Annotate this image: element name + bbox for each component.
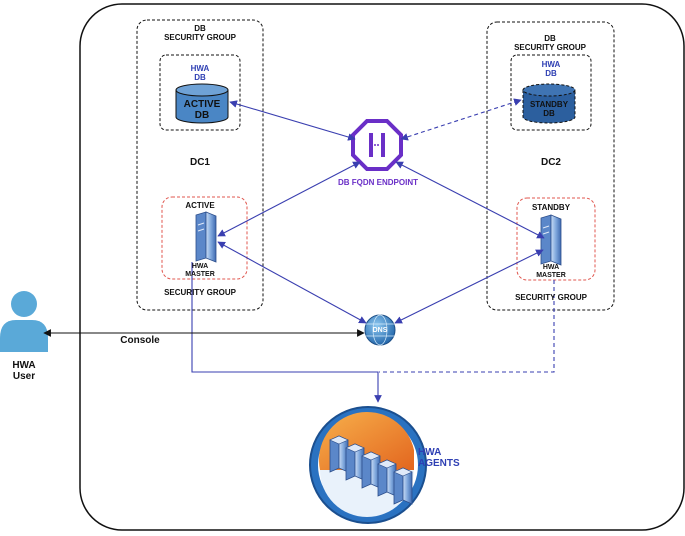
- dc1-sg-title-line1: DB: [194, 24, 206, 33]
- connectors: [191, 98, 555, 403]
- dc2-hwa-db-line1: HWA: [541, 60, 561, 69]
- link-active-master-agents: [191, 262, 382, 403]
- db-fqdn-endpoint-label: DB FQDN ENDPOINT: [338, 178, 418, 187]
- active-db-label-line2: DB: [194, 110, 210, 121]
- hwa-agents-label-line2: AGENTS: [418, 458, 460, 469]
- dc2-label: DC2: [540, 157, 561, 168]
- user-label-line1: HWA: [12, 360, 36, 371]
- active-master-line1: HWA: [191, 263, 209, 270]
- standby-db-icon: [522, 83, 576, 124]
- link-endpoint-standby-db: [400, 98, 522, 141]
- link-standby-master-agents: [379, 280, 555, 373]
- outer-boundary: [79, 3, 685, 531]
- link-standby-master-dns: [394, 249, 544, 324]
- dc1-hwa-db-line2: DB: [194, 73, 206, 82]
- user-label-line2: User: [12, 371, 36, 382]
- link-endpoint-standby-master: [395, 161, 545, 239]
- active-master-line2: MASTER: [185, 271, 215, 278]
- dns-label: DNS: [372, 327, 388, 334]
- db-fqdn-endpoint-icon: [351, 119, 403, 171]
- link-active-db-endpoint: [229, 100, 356, 141]
- active-master-state: ACTIVE: [185, 201, 215, 210]
- agent-server-icon: [393, 467, 413, 505]
- agent-servers-group: [329, 435, 413, 505]
- active-master-server-icon: [195, 211, 217, 263]
- standby-db-label-line1: STANDBY: [529, 100, 569, 109]
- dc1-master-box: [161, 196, 248, 280]
- dc2-hwa-db-line2: DB: [545, 69, 557, 78]
- standby-master-line1: HWA: [542, 264, 560, 271]
- standby-db-label-line2: DB: [543, 109, 555, 118]
- agent-server-icon: [329, 435, 349, 473]
- dc2-sg-title-line1: DB: [544, 34, 556, 43]
- dc2-master-box: [516, 197, 596, 281]
- standby-master-server-icon: [540, 214, 562, 266]
- agent-server-icon: [345, 443, 365, 481]
- standby-master-state: STANDBY: [531, 203, 571, 212]
- dc2-sg-title-line2: SECURITY GROUP: [514, 43, 586, 52]
- dc1-label: DC1: [189, 157, 210, 168]
- link-endpoint-active-master: [217, 161, 361, 237]
- agent-server-icon: [377, 459, 397, 497]
- active-db-label-line1: ACTIVE: [183, 99, 221, 110]
- console-label: Console: [120, 335, 160, 346]
- dns-icon: [364, 314, 396, 346]
- dc1-sg-title-line2: SECURITY GROUP: [164, 33, 236, 42]
- standby-master-line2: MASTER: [536, 272, 566, 279]
- user-icon: [0, 291, 48, 352]
- dc1-hwa-db-line1: HWA: [190, 64, 210, 73]
- hwa-agents-label-line1: HWA: [418, 447, 442, 458]
- agent-server-icon: [361, 451, 381, 489]
- link-active-master-dns: [217, 241, 367, 324]
- active-db-icon: [175, 83, 229, 124]
- active-master-sg: SECURITY GROUP: [164, 288, 236, 297]
- standby-master-sg: SECURITY GROUP: [515, 293, 587, 302]
